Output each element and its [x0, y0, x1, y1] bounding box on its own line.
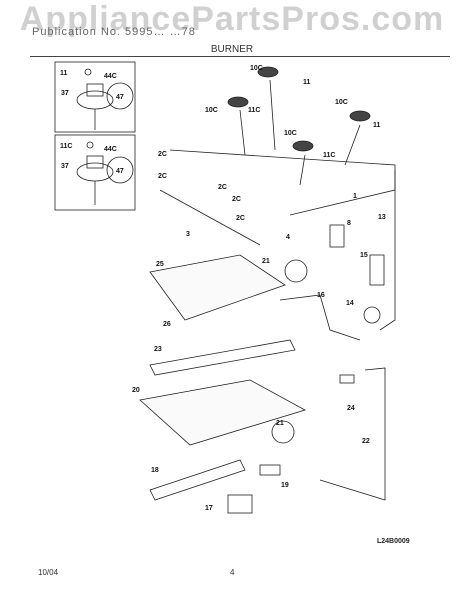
burner-shields [139, 254, 307, 446]
callout-2c-5: 2C [236, 215, 245, 222]
callout-11c-3: 11C [323, 152, 335, 159]
footer-date: 10/04 [38, 568, 59, 577]
callout-11c: 11C [60, 143, 72, 150]
footer-page: 4 [230, 568, 235, 577]
detail-circles [271, 259, 308, 444]
watermark: AppliancePartsPros.com [19, 0, 445, 38]
support-rails [149, 224, 385, 514]
callout-37: 37 [61, 90, 69, 97]
callout-44c-2: 44C [104, 146, 117, 153]
callout-18: 18 [151, 467, 159, 474]
callout-17: 17 [205, 505, 213, 512]
page-title: BURNER [210, 44, 254, 55]
callout-26: 26 [163, 321, 171, 328]
callout-11-right: 11 [373, 122, 381, 129]
callout-22: 22 [362, 438, 370, 445]
callout-10c: 10C [250, 65, 263, 72]
callout-21: 21 [262, 258, 270, 265]
callout-25: 25 [156, 261, 164, 268]
callout-37-2: 37 [61, 163, 69, 170]
callout-21-2: 21 [276, 420, 284, 427]
callout-2c-3: 2C [218, 184, 227, 191]
diagram-code: L24B0009 [377, 538, 410, 545]
callout-10c-4: 10C [284, 130, 297, 137]
callout-47: 47 [116, 94, 124, 101]
callout-47-2: 47 [116, 168, 124, 175]
callout-16: 16 [317, 292, 325, 299]
callout-23: 23 [154, 346, 162, 353]
callout-11c-2: 11C [248, 107, 260, 114]
burner-heads [227, 66, 371, 152]
model-header: Publication No. 5995… …78 [32, 26, 196, 38]
callout-14: 14 [346, 300, 354, 307]
callout-20: 20 [132, 387, 140, 394]
header-rule [30, 56, 450, 57]
manifold-tubes [159, 79, 396, 501]
callout-2c-2: 2C [158, 173, 167, 180]
callout-13: 13 [378, 214, 386, 221]
callout-labels: 11 44C 37 47 11C 44C 37 47 10C 11 10C 11… [60, 65, 386, 512]
callout-10c-2: 10C [205, 107, 218, 114]
inset-box-11c [54, 134, 136, 211]
callout-11-top: 11 [303, 79, 311, 86]
callout-11: 11 [60, 70, 68, 77]
callout-8: 8 [347, 220, 351, 227]
callout-3: 3 [186, 231, 190, 238]
callout-44c: 44C [104, 73, 117, 80]
callout-1: 1 [353, 193, 357, 200]
callout-19: 19 [281, 482, 289, 489]
callout-10c-3: 10C [335, 99, 348, 106]
callout-24: 24 [347, 405, 355, 412]
callout-15: 15 [360, 252, 368, 259]
callout-2c-4: 2C [232, 196, 241, 203]
inset-box-11 [54, 61, 136, 133]
callout-4: 4 [286, 234, 290, 241]
callout-2c-1: 2C [158, 151, 167, 158]
